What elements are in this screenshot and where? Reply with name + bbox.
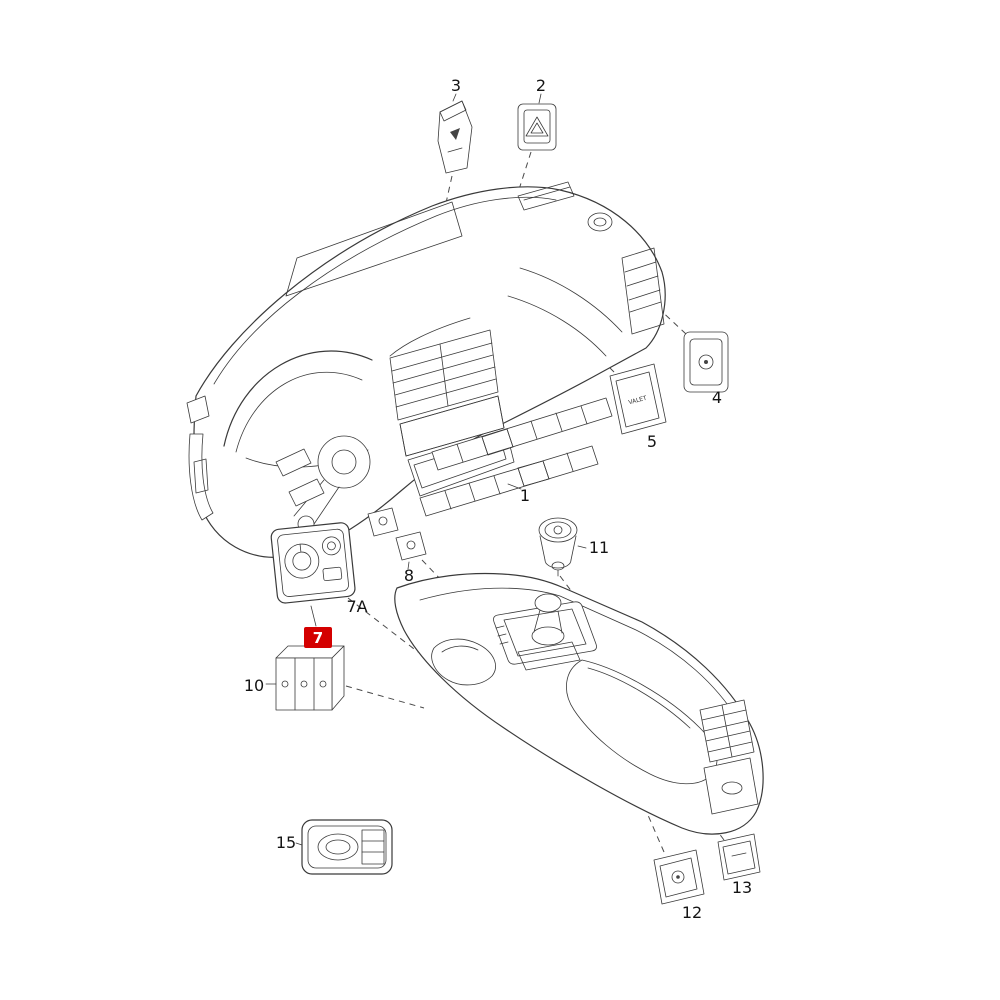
part-7-highlight-box [304, 627, 332, 648]
switch-glyph-icon [671, 870, 685, 884]
hazard-triangle-icon [525, 116, 549, 137]
dashboard-assembly [186, 181, 666, 558]
switch-glyph-dot [676, 875, 680, 879]
dimmer-knob [322, 536, 341, 556]
rocker-switch-part-8 [367, 507, 427, 561]
switch-bank-part-10 [275, 645, 345, 711]
top-vent-slat [523, 186, 571, 201]
side-demister-grille [621, 247, 665, 335]
center-air-vents [389, 329, 499, 421]
switch-part-3 [437, 100, 473, 174]
label-ticks [265, 93, 587, 846]
part-labels: 1 2 3 4 5 7A 8 10 11 12 13 15 [244, 76, 752, 922]
left-door-trim [186, 395, 214, 521]
part-label-11: 11 [589, 538, 609, 557]
part-label-1: 1 [520, 486, 530, 505]
button-strip-part-1 [419, 397, 613, 517]
part-label-5: 5 [647, 432, 657, 451]
power-socket-part-15 [301, 819, 393, 875]
part-label-2: 2 [536, 76, 546, 95]
cigarette-lighter-part-11 [538, 517, 578, 577]
part-label-13: 13 [732, 878, 752, 897]
part-label-10: 10 [244, 676, 264, 695]
radio-unit [399, 395, 505, 457]
switch-glyph-icon [450, 128, 460, 140]
part-label-7a: 7A [346, 597, 367, 616]
storage-bin [431, 638, 496, 686]
switch-glyph-icon [698, 354, 714, 370]
ignition-boss [317, 435, 371, 489]
valet-switch-part-5: VALET [609, 363, 667, 435]
armrest [566, 659, 718, 785]
part-label-12: 12 [682, 903, 702, 922]
switch-glyph-dot [704, 360, 708, 364]
dashboard-top-edge [213, 196, 557, 385]
column-stalk [288, 478, 325, 507]
switch-part-4 [683, 331, 729, 393]
top-vent [517, 181, 575, 211]
center-console-assembly [394, 572, 764, 835]
rear-vent-grille [699, 699, 755, 763]
console-top-surface [419, 587, 739, 721]
round-side-vent [587, 212, 613, 232]
gear-selector-markings [495, 625, 509, 645]
headlight-switch-part-7a [270, 522, 356, 604]
rear-lower-panel [703, 757, 759, 815]
shift-gate [493, 601, 597, 665]
part-7-highlight: 7 [304, 627, 332, 648]
column-stalk [275, 448, 312, 477]
dash-contour-lines [389, 267, 623, 357]
switch-part-12 [653, 849, 705, 905]
switch-part-13 [717, 833, 761, 881]
leader-line [643, 805, 665, 853]
part-label-4: 4 [712, 388, 722, 407]
part-label-8: 8 [404, 566, 414, 585]
steering-column [275, 435, 371, 533]
gear-shift-knob [517, 593, 581, 671]
part-label-7: 7 [313, 629, 323, 647]
leader-line [345, 685, 425, 709]
hazard-switch-part-2 [517, 103, 557, 151]
part-label-15: 15 [276, 833, 296, 852]
windshield-defrost-grille [285, 201, 463, 297]
leader-line [347, 597, 419, 653]
part-label-3: 3 [451, 76, 461, 95]
valet-switch-text: VALET [628, 395, 648, 407]
